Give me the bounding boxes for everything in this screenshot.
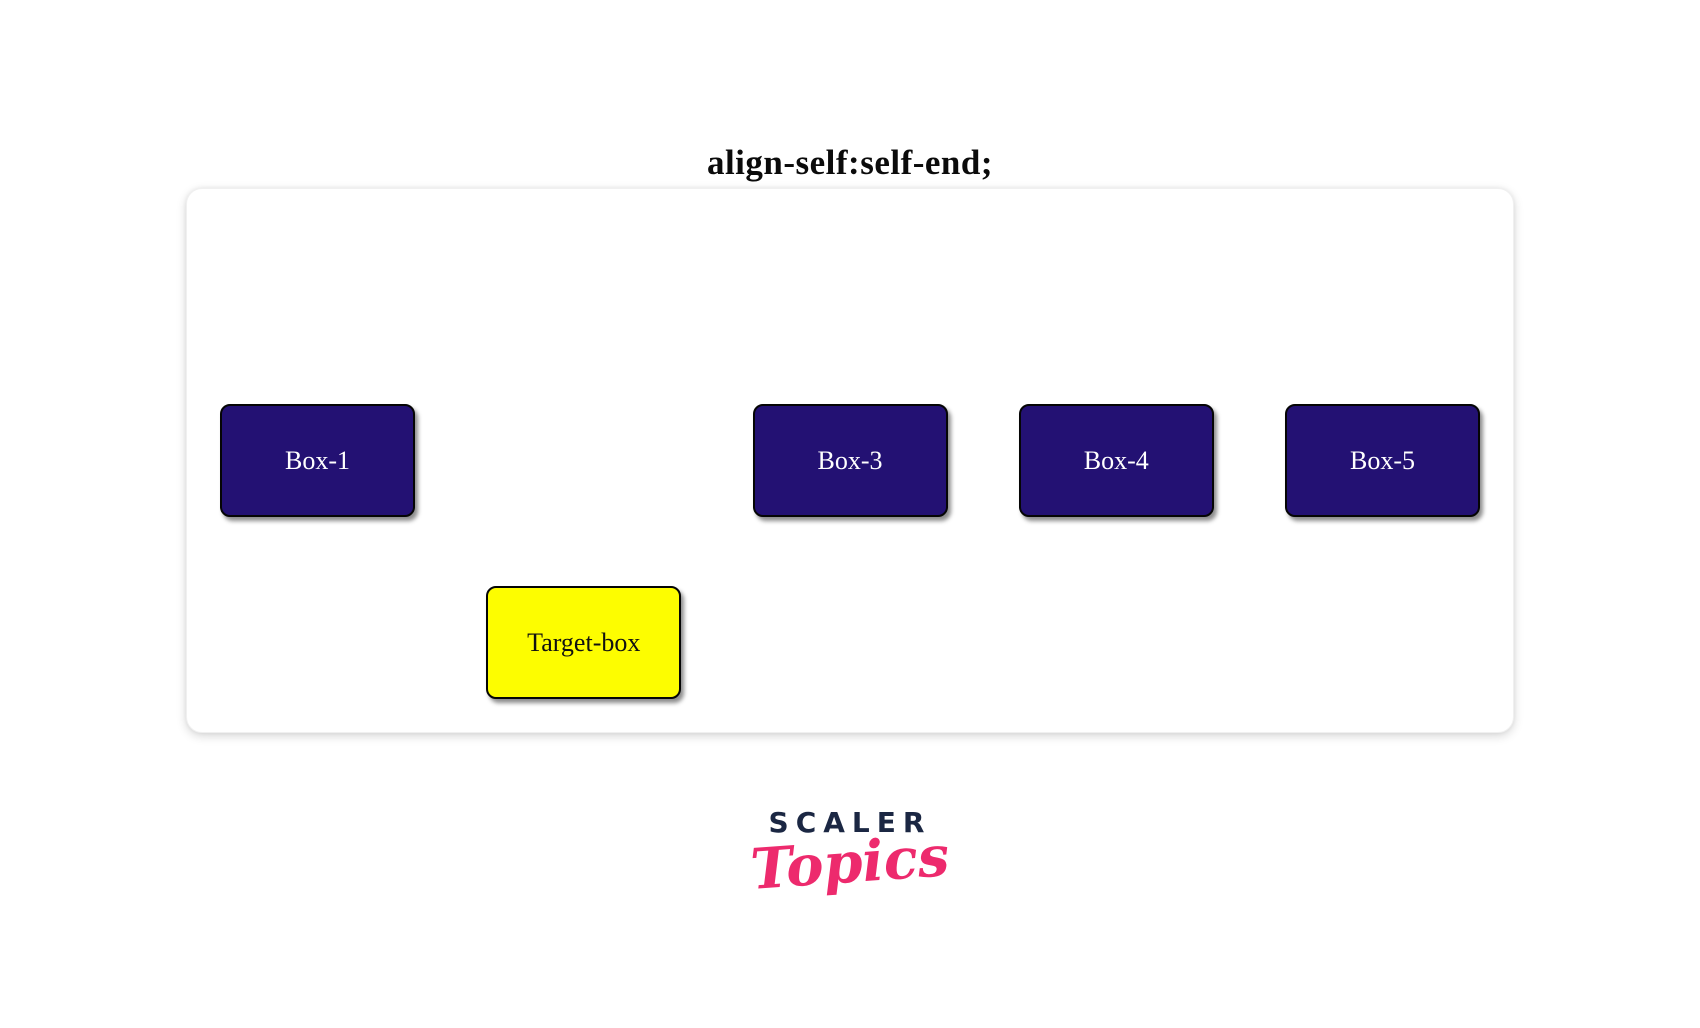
flex-container: Box-1 Target-box Box-3 Box-4 Box-5: [186, 188, 1514, 733]
flex-item-box-5: Box-5: [1285, 404, 1480, 517]
target-box: Target-box: [486, 586, 682, 699]
flex-item-box-3: Box-3: [752, 404, 948, 517]
scaler-wordmark: SCALER: [768, 806, 932, 839]
flex-item-box-4: Box-4: [1018, 404, 1214, 517]
scaler-topics-logo: SCALER Topics: [186, 806, 1514, 903]
flex-item-box-1: Box-1: [220, 404, 415, 517]
page-title: align-self:self-end;: [706, 143, 994, 183]
